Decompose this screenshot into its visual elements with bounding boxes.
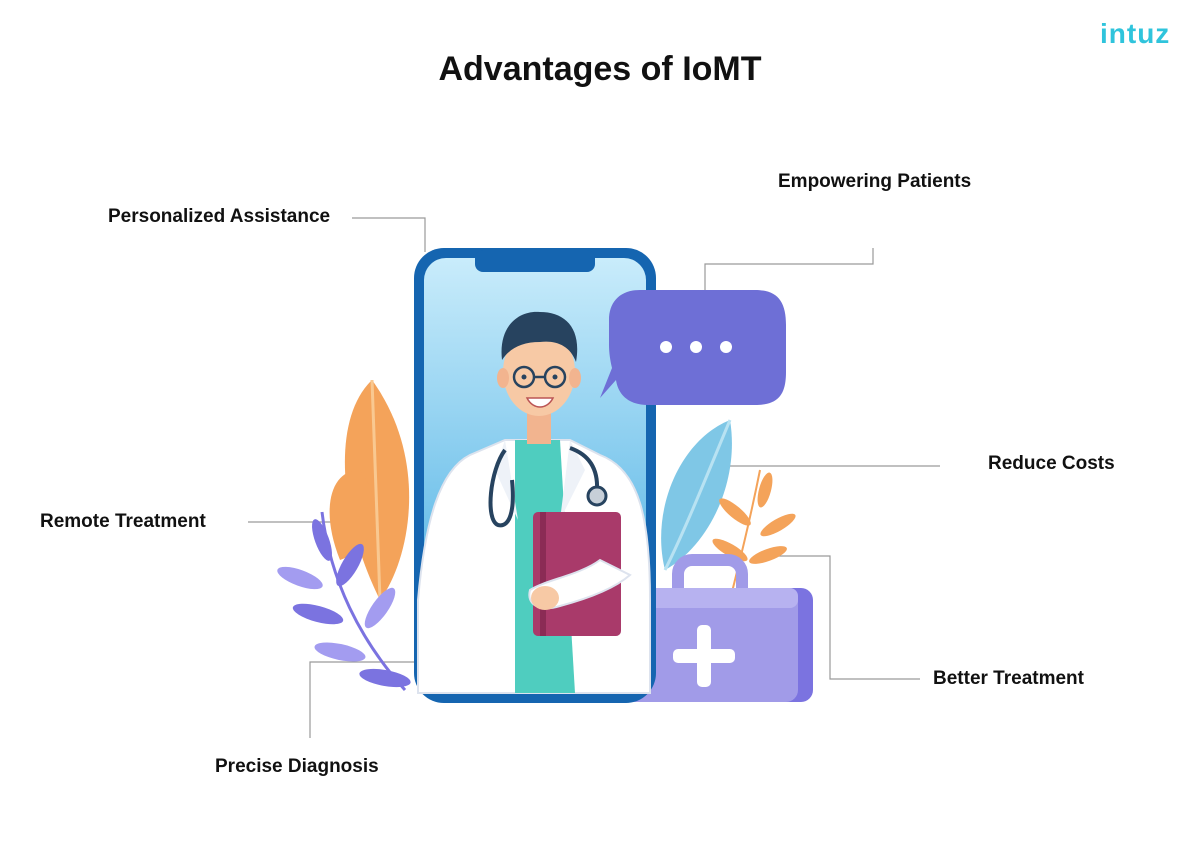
speech-bubble — [600, 290, 786, 405]
dot-icon — [720, 341, 732, 353]
advantage-personalized-assistance: Personalized Assistance — [108, 206, 331, 227]
advantage-reduce-costs: Reduce Costs — [988, 453, 1115, 474]
brand-logo: intuz — [1100, 18, 1171, 49]
advantage-better-treatment: Better Treatment — [933, 668, 1084, 689]
advantage-precise-diagnosis: Precise Diagnosis — [215, 756, 379, 777]
advantage-empowering-patients: Empowering Patients — [778, 171, 972, 192]
connector-personalized — [352, 217, 426, 252]
dot-icon — [660, 341, 672, 353]
blue-leaf — [661, 419, 732, 571]
connector-better — [770, 555, 920, 680]
connector-empowering — [704, 248, 874, 290]
medical-kit — [610, 554, 813, 702]
advantage-remote-treatment: Remote Treatment — [40, 511, 206, 532]
dot-icon — [690, 341, 702, 353]
page-title: Advantages of IoMT — [438, 50, 762, 88]
orange-sprig — [712, 469, 796, 601]
doctor — [417, 311, 651, 694]
purple-fern — [277, 511, 411, 692]
